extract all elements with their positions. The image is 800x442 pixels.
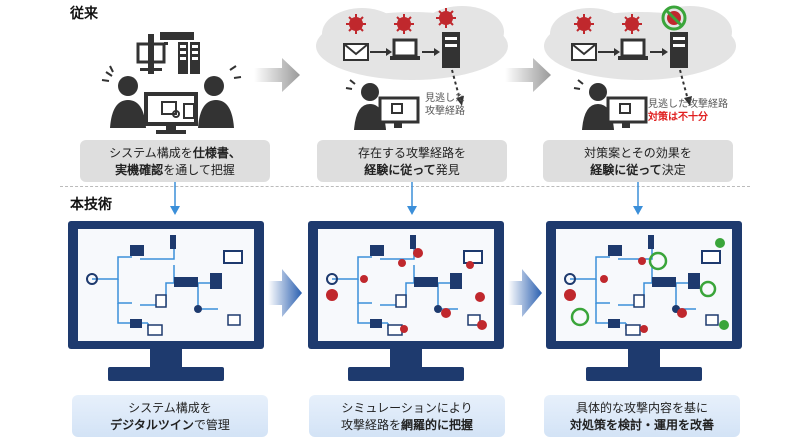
step3-illustration bbox=[544, 5, 736, 130]
technology-step-2-box: シミュレーションにより 攻撃経路を網羅的に把握 bbox=[309, 395, 505, 437]
monitor-3 bbox=[546, 221, 742, 381]
note-line: 攻撃経路 bbox=[425, 106, 465, 117]
laptop-icon bbox=[390, 38, 420, 60]
text: 発見 bbox=[435, 163, 460, 177]
text-bold: デジタルツイン bbox=[110, 418, 194, 432]
text: 具体的な攻撃内容を基に bbox=[575, 401, 708, 415]
text-bold: 経験に従って bbox=[590, 163, 662, 177]
text-bold: 実機確認 bbox=[115, 163, 164, 177]
note-line: 見逃した bbox=[425, 93, 465, 104]
person-icon bbox=[101, 65, 146, 128]
conventional-step-1-box: システム構成を仕様書、 実機確認を通して把握 bbox=[80, 140, 270, 182]
technology-step-3-box: 具体的な攻撃内容を基に 対処策を検討・運用を改善 bbox=[544, 395, 740, 437]
section-label-conventional: 従来 bbox=[70, 6, 98, 22]
section-divider bbox=[60, 186, 750, 187]
laptop-icon bbox=[618, 38, 648, 60]
digital-twin-monitors bbox=[68, 221, 742, 381]
text: 対策案とその効果を bbox=[584, 146, 692, 160]
text-bold: 仕様書、 bbox=[192, 146, 241, 160]
note-line: 見逃した攻撃経路 bbox=[648, 99, 728, 110]
section-label-this-technology: 本技術 bbox=[70, 197, 112, 213]
person-icon bbox=[345, 79, 386, 130]
virus-icon bbox=[574, 14, 594, 34]
text: で管理 bbox=[193, 418, 230, 432]
monitor-1 bbox=[68, 221, 264, 381]
note-missed-path: 見逃した 攻撃経路 bbox=[425, 92, 465, 118]
server-rack-icon bbox=[148, 32, 200, 74]
conventional-step-2-box: 存在する攻撃経路を 経験に従って発見 bbox=[317, 140, 507, 182]
text: 攻撃経路を bbox=[340, 418, 401, 432]
text: システム構成を bbox=[109, 146, 193, 160]
flow-arrow-blue bbox=[268, 269, 302, 317]
text: 決定 bbox=[661, 163, 686, 177]
down-arrow bbox=[633, 182, 643, 215]
virus-icon bbox=[346, 14, 366, 34]
envelope-icon bbox=[343, 43, 369, 61]
computer-icon bbox=[136, 42, 166, 71]
text: 存在する攻撃経路を bbox=[357, 146, 466, 160]
flow-arrow-gray bbox=[254, 58, 300, 92]
flow-arrow-gray bbox=[505, 58, 551, 92]
flow-arrow-blue bbox=[508, 269, 542, 317]
note-insufficient: 見逃した攻撃経路 対策は不十分 bbox=[648, 98, 728, 124]
note-warning: 対策は不十分 bbox=[648, 112, 708, 123]
step1-illustration bbox=[101, 32, 242, 134]
text: シミュレーションにより bbox=[341, 401, 473, 415]
text: システム構成を bbox=[128, 401, 212, 415]
envelope-icon bbox=[571, 43, 597, 61]
text-bold: 対処策を検討・運用を改善 bbox=[569, 418, 714, 432]
technology-step-1-box: システム構成を デジタルツインで管理 bbox=[72, 395, 268, 437]
person-icon bbox=[183, 65, 242, 128]
virus-icon bbox=[622, 14, 642, 34]
monitor-2 bbox=[308, 221, 504, 381]
text: を通して把握 bbox=[163, 163, 235, 177]
text-bold: 経験に従って bbox=[364, 163, 436, 177]
text-bold: 網羅的に把握 bbox=[401, 418, 474, 432]
down-arrow bbox=[170, 182, 180, 215]
server-icon bbox=[670, 32, 688, 68]
person-icon bbox=[573, 79, 614, 130]
blocked-virus-icon bbox=[661, 5, 687, 31]
virus-icon bbox=[436, 8, 456, 28]
down-arrow bbox=[407, 182, 417, 215]
step2-illustration bbox=[316, 6, 508, 130]
server-icon bbox=[442, 32, 460, 68]
conventional-step-3-box: 対策案とその効果を 経験に従って決定 bbox=[543, 140, 733, 182]
virus-icon bbox=[394, 14, 414, 34]
